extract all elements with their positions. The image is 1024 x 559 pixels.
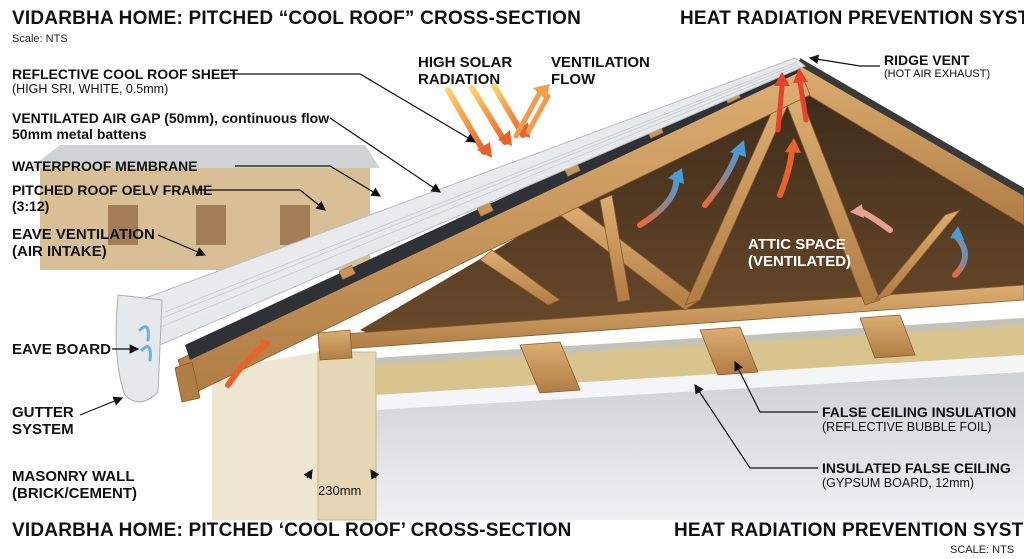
ventilation-flow-arrows [516,92,548,136]
footer-title: VIDARBHA HOME: PITCHED ‘COOL ROOF’ CROSS… [12,520,572,542]
label-reflective-sheet: REFLECTIVE COOL ROOF SHEET (HIGH SRI, WH… [12,66,238,96]
system-title: HEAT RADIATION PREVENTION SYSTEM [680,8,1024,30]
label-membrane: WATERPROOF MEMBRANE [12,158,198,174]
label-ventilation-flow: VENTILATION FLOW [551,54,650,89]
label-gutter: GUTTER SYSTEM [12,404,74,439]
wall-thickness-dimension: 230mm [318,484,361,499]
page-title: VIDARBHA HOME: PITCHED “COOL ROOF” CROSS… [12,8,581,30]
label-insulated-false-ceiling: INSULATED FALSE CEILING (GYPSUM BOARD, 1… [822,460,1011,490]
solar-radiation-arrows [448,86,523,152]
scale-note: Scale: NTS [12,33,68,45]
label-frame: PITCHED ROOF OELV FRAME (3:12) [12,182,212,214]
label-attic-space: ATTIC SPACE (VENTILATED) [748,236,851,271]
footer-system-title: HEAT RADIATION PREVENTION SYSTEM [674,520,1024,542]
label-eave-board: EAVE BOARD [12,341,111,358]
label-eave-ventilation: EAVE VENTILATION (AIR INTAKE) [12,226,155,261]
label-solar-radiation: HIGH SOLAR RADIATION [418,54,512,89]
label-air-gap: VENTILATED AIR GAP (50mm), continuous fl… [12,110,329,142]
label-false-ceiling-insulation: FALSE CEILING INSULATION (REFLECTIVE BUB… [822,404,1016,434]
label-masonry-wall: MASONRY WALL (BRICK/CEMENT) [12,468,137,503]
footer-scale-note: SCALE: NTS [950,544,1014,556]
label-ridge-vent: RIDGE VENT (HOT AIR EXHAUST) [884,52,990,81]
